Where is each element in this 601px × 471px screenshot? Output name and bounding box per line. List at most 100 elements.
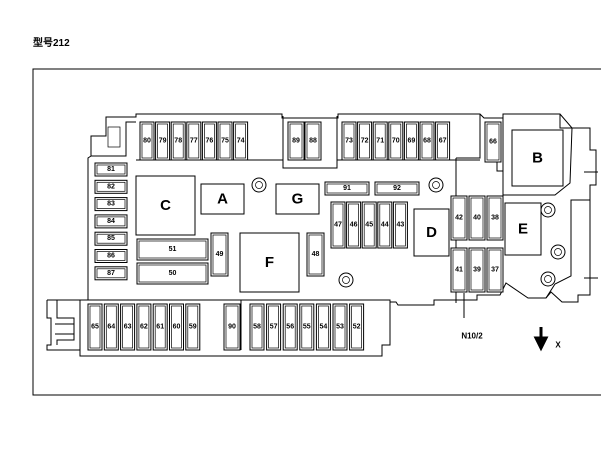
fuse-87-label: 87 [107,270,115,277]
fuse-73 [341,121,357,161]
fuse-78-inner [172,123,184,159]
fuse-48-inner [308,234,323,275]
fuse-45-inner [363,203,375,247]
relay-b [511,129,564,187]
fuse-88 [304,121,322,161]
connector-label: N10/2 [461,332,483,341]
frame [32,68,601,396]
fuse-55-inner [301,305,313,349]
fuse-43 [392,201,408,249]
fuse-59-inner [187,305,199,349]
fuse-52 [349,303,365,351]
fuse-85 [94,231,128,246]
fuse-77 [186,121,202,161]
fuse-65-label: 65 [91,324,99,331]
fuse-56-inner [284,305,296,349]
fuse-50-inner [138,264,207,283]
fuse-82 [94,179,128,194]
fuse-72-inner [359,123,370,159]
fuse-76-inner [204,123,215,159]
screw-3 [338,272,354,288]
relay-e-label: E [518,221,528,238]
fuse-38 [486,195,504,241]
fuse-62 [136,303,152,351]
fuse-56-label: 56 [286,324,294,331]
relay-d [413,208,450,257]
fuse-49-inner [212,234,227,275]
fuse-91-inner [326,183,368,194]
relay-c [135,175,196,236]
fuse-41 [450,247,468,293]
fuse-83-inner [96,199,126,209]
fuse-83 [94,197,128,212]
screw-4-inner [544,206,552,214]
fuse-80 [139,121,155,161]
fuse-64-label: 64 [107,324,115,331]
page-title: 型号212 [33,38,70,49]
relay-g-label: G [292,191,304,208]
fuse-62-label: 62 [140,324,148,331]
fuse-84 [94,214,128,229]
fuse-73-label: 73 [345,138,353,145]
fuse-51-label: 51 [169,246,177,253]
fuse-37 [486,247,504,293]
fuse-43-label: 43 [397,222,405,229]
fuse-68 [419,121,435,161]
fuse-42 [450,195,468,241]
fuse-52-inner [351,305,362,349]
fuse-53-label: 53 [336,324,344,331]
fuse-44-label: 44 [381,222,389,229]
fuse-64-inner [105,305,117,349]
fuse-40-inner [470,197,484,239]
fuse-78 [170,121,186,161]
fuse-76-label: 76 [206,138,214,145]
fuse-83-label: 83 [107,201,115,208]
direction-label: X [555,341,561,350]
fuse-51-inner [138,240,207,259]
fuse-65-inner [89,305,101,349]
screw-5 [550,244,566,260]
fuse-70-inner [390,123,402,159]
fuse-71 [372,121,388,161]
screw-6-inner [544,275,552,283]
fuse-79-inner [157,123,168,159]
fuse-58 [249,303,265,351]
relay-d-label: D [426,224,437,241]
fuse-69-label: 69 [408,138,416,145]
screw-1 [251,177,267,193]
fuse-59 [185,303,201,351]
fuse-72-label: 72 [361,138,369,145]
fuse-52-label: 52 [353,324,361,331]
fuse-54 [315,303,331,351]
fuse-86-inner [96,251,126,261]
fuse-55-label: 55 [303,324,311,331]
fuse-73-inner [343,123,355,159]
fuse-88-label: 88 [309,138,317,145]
screw-6 [540,271,556,287]
screw-5-inner [554,248,562,256]
direction-arrow-icon [533,327,549,352]
fuse-91 [324,181,370,196]
fuse-60 [169,303,184,351]
fuse-61-inner [154,305,166,349]
fuse-50-label: 50 [169,270,177,277]
fuse-46-label: 46 [350,222,358,229]
fuse-39 [468,247,486,293]
fuse-49 [210,232,229,277]
relay-a [200,183,245,215]
fuse-39-inner [470,249,484,291]
fuse-81 [94,162,128,177]
fuse-60-label: 60 [173,324,181,331]
relay-c-label: C [160,197,171,214]
fuse-46 [346,201,362,249]
screw-3-inner [342,276,350,284]
fuse-84-inner [96,216,126,227]
fuse-86 [94,249,128,263]
fuse-49-label: 49 [216,251,224,258]
fuse-67-label: 67 [439,138,447,145]
fuse-75-label: 75 [221,138,229,145]
fuse-38-label: 38 [491,215,499,222]
fuse-54-inner [318,305,329,349]
fuse-89 [287,121,305,161]
